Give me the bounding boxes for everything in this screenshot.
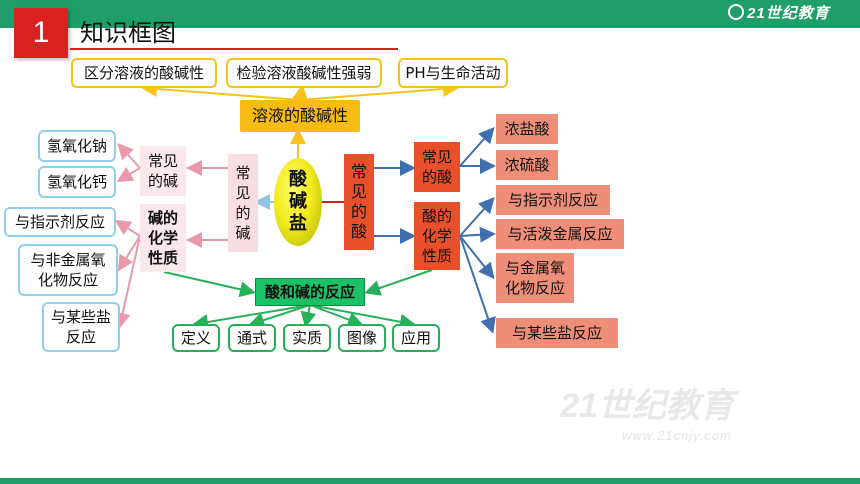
node-neutral-application: 应用 (392, 324, 440, 352)
node-solution-child-3: PH与生命活动 (398, 58, 508, 88)
node-base-item-naoh: 氢氧化钠 (38, 130, 116, 162)
watermark-url: www.21cnjy.com (622, 428, 732, 443)
node-base-item-caoh2: 氢氧化钙 (38, 166, 116, 198)
node-solution-child-2: 检验溶液酸碱性强弱 (226, 58, 382, 88)
watermark: 21世纪教育 (560, 387, 734, 425)
node-base-chem-salt: 与某些盐反应 (42, 302, 120, 352)
node-base-chem-props: 碱的化学性质 (140, 204, 186, 272)
node-neutral-definition: 定义 (172, 324, 220, 352)
node-acid-chem-metal-oxide: 与金属氧化物反应 (496, 253, 574, 303)
node-common-base: 常见的碱 (228, 154, 258, 252)
logo-text: 21世纪教育 (747, 5, 830, 22)
node-neutralization: 酸和碱的反应 (255, 278, 365, 306)
center-node-acid-base-salt: 酸碱盐 (274, 158, 322, 246)
node-acid-chem-salt: 与某些盐反应 (496, 318, 618, 348)
node-common-acid: 常见的酸 (344, 154, 374, 250)
runner-icon (728, 4, 744, 20)
node-acid-common: 常见的酸 (414, 142, 460, 192)
node-acid-item-hcl: 浓盐酸 (496, 114, 558, 144)
bottom-banner (0, 478, 860, 484)
center-label: 酸碱盐 (289, 169, 307, 234)
page-title: 知识框图 (80, 19, 176, 47)
node-acid-chem-indicator: 与指示剂反应 (496, 185, 610, 215)
node-acid-chem-active-metal: 与活泼金属反应 (496, 219, 624, 249)
node-acid-chem-props: 酸的化学性质 (414, 202, 460, 270)
node-neutral-formula: 通式 (228, 324, 276, 352)
top-banner (0, 0, 860, 28)
node-solution-child-1: 区分溶液的酸碱性 (71, 58, 217, 88)
brand-logo: 21世纪教育 (728, 3, 830, 25)
node-acid-item-h2so4: 浓硫酸 (496, 150, 558, 180)
title-underline (70, 48, 398, 50)
node-base-chem-nonmetal-oxide: 与非金属氧化物反应 (18, 244, 118, 296)
node-solution-acidity: 溶液的酸碱性 (240, 100, 360, 132)
node-neutral-graph: 图像 (338, 324, 386, 352)
node-base-chem-indicator: 与指示剂反应 (4, 207, 116, 237)
node-base-common: 常见的碱 (140, 146, 186, 196)
section-number: 1 (14, 8, 68, 58)
node-neutral-essence: 实质 (283, 324, 331, 352)
